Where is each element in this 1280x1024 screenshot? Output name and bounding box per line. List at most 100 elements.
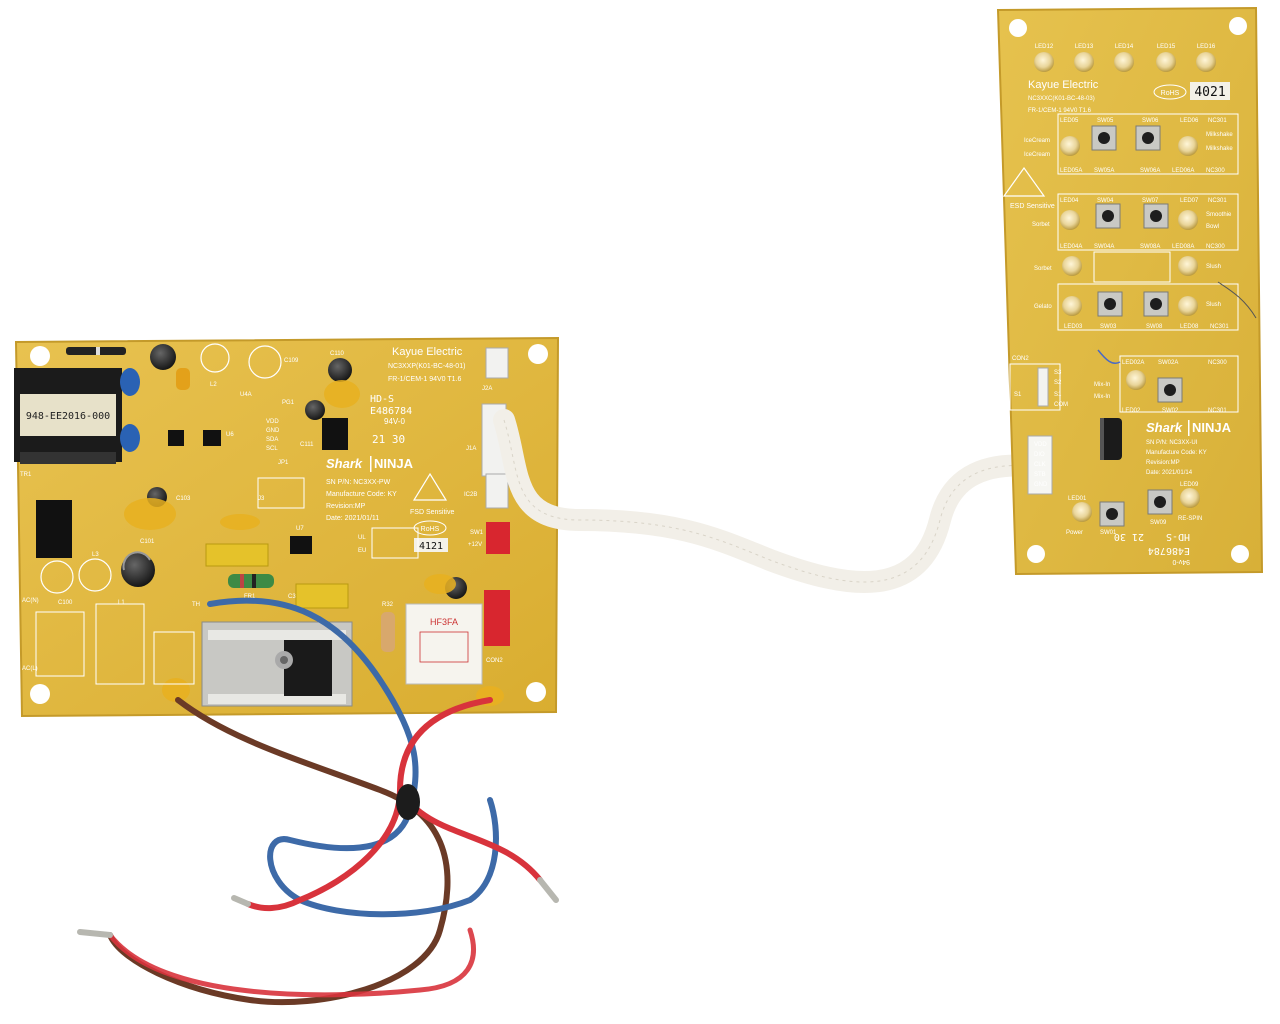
led — [1060, 136, 1080, 156]
red-wire-2 — [397, 787, 543, 883]
label-j2a: J2A — [482, 386, 492, 392]
label-mix-in-2: Mix-In — [1094, 394, 1110, 400]
mounting-hole — [1027, 545, 1045, 563]
optocoupler-chip — [168, 430, 184, 446]
switch-button[interactable] — [1154, 496, 1166, 508]
label-respin: RE-SPIN — [1178, 516, 1202, 522]
transistor-header — [322, 418, 348, 450]
bridge-rectifier — [36, 500, 72, 558]
label-vdd: VDD — [266, 419, 279, 425]
ctrl-mfg-code: Manufacture Code: KY — [1146, 450, 1207, 456]
x-capacitor — [205, 543, 269, 567]
switch-button[interactable] — [1150, 210, 1162, 222]
ctrl-ul-file: E486784 — [1148, 545, 1190, 556]
ref-s1-pin: S1 — [1054, 392, 1062, 398]
label-gnd: GND — [266, 428, 280, 434]
ref-sw09: SW09 — [1150, 520, 1167, 526]
transformer-label: 948-EE2016-000 — [26, 411, 110, 422]
ctrl-material: FR-1/CEM-1 94V0 T1.6 — [1028, 108, 1092, 114]
label-icecream: IceCream — [1024, 138, 1050, 144]
ctrl-date-code: 21 30 — [1114, 531, 1144, 542]
ref-dio: DIO — [1034, 452, 1045, 458]
led — [1156, 52, 1176, 72]
top-led-label: LED15 — [1157, 44, 1176, 50]
esd-warning-icon — [412, 472, 448, 501]
ctrl-esd: ESD Sensitive — [1010, 203, 1055, 210]
tr1-label: TR1 — [20, 472, 32, 478]
switch-button[interactable] — [1104, 298, 1116, 310]
label-pg1: PG1 — [282, 400, 295, 406]
blue-wire — [207, 597, 499, 918]
pen-mark — [1217, 281, 1257, 319]
connector-j2a — [485, 347, 509, 379]
led — [1114, 52, 1134, 72]
optocoupler-chip — [203, 430, 221, 446]
ref-sw05: SW05 — [1097, 118, 1114, 124]
stripped-end — [537, 877, 559, 903]
ref-gnd: GND — [1034, 482, 1048, 488]
led — [1196, 52, 1216, 72]
switch-button[interactable] — [1106, 508, 1118, 520]
label-fr1: FR1 — [244, 594, 256, 600]
label-icecream-2: IceCream — [1024, 152, 1050, 158]
ref-led04: LED04 — [1060, 198, 1079, 204]
ref-sw02a: SW02A — [1158, 360, 1178, 366]
mounting-hole — [30, 684, 50, 704]
main-date-code: 21 30 — [372, 433, 405, 446]
switch-button[interactable] — [1142, 132, 1154, 144]
label-sda: SDA — [266, 437, 278, 443]
brown-wire — [107, 697, 451, 1006]
red-wire-1 — [245, 697, 493, 912]
switch-button[interactable] — [1150, 298, 1162, 310]
main-sn-pn: SN P/N: NC3XX-PW — [326, 479, 391, 486]
label-c110: C110 — [330, 351, 345, 357]
label-gelato: Gelato — [1034, 304, 1052, 310]
label-c103: C103 — [176, 496, 191, 502]
main-revision: Revision:MP — [326, 503, 366, 510]
ref-sw08: SW08 — [1146, 324, 1163, 330]
led — [1180, 488, 1200, 508]
label-c3: C3 — [288, 594, 296, 600]
ref-vdd: VDD — [1034, 442, 1047, 448]
ctrl-flame-rating: 94v-0 — [1172, 558, 1190, 565]
ref-sw06a: SW06A — [1140, 168, 1160, 174]
label-sw1: SW1 — [470, 530, 484, 536]
tactile-switch[interactable] — [1143, 291, 1169, 317]
ref-s2: S2 — [1054, 380, 1062, 386]
led — [1034, 52, 1054, 72]
relay-label: HF3FA — [430, 617, 458, 627]
mounting-hole — [1229, 17, 1247, 35]
top-led-label: LED16 — [1197, 44, 1216, 50]
ref-led06: LED06 — [1180, 118, 1199, 124]
label-jp1: JP1 — [278, 460, 289, 466]
x-capacitor — [295, 583, 349, 609]
ref-nc300: NC300 — [1206, 168, 1225, 174]
main-date: Date: 2021/01/11 — [326, 515, 379, 522]
main-brand-ninja: NINJA — [374, 456, 414, 471]
label-ac-n: AC(N) — [22, 598, 39, 604]
ribbon-cable — [493, 409, 1041, 594]
led — [1060, 210, 1080, 230]
mounting-hole — [1231, 545, 1249, 563]
switch-button[interactable] — [1102, 210, 1114, 222]
switch-button[interactable] — [1098, 132, 1110, 144]
label-j1a: J1A — [466, 446, 476, 452]
led — [1062, 256, 1082, 276]
transformer: 948-EE2016-000 — [14, 368, 122, 464]
main-sticker — [414, 538, 448, 552]
label-ul: UL — [358, 535, 366, 541]
ref-clk: CLK — [1034, 462, 1046, 468]
tactile-switch[interactable] — [1091, 125, 1117, 151]
ctrl-rohs: RoHS — [1161, 90, 1180, 97]
main-material: FR-1/CEM-1 94V0 T1.6 — [388, 376, 462, 383]
relay: HF3FA — [405, 603, 483, 685]
electrolytic-capacitor — [328, 358, 352, 382]
label-u6: U6 — [226, 432, 234, 438]
led — [1072, 502, 1092, 522]
switch-button[interactable] — [1164, 384, 1176, 396]
top-led-label: LED12 — [1035, 44, 1054, 50]
ref-sw07: SW07 — [1142, 198, 1159, 204]
ref-nc301-3: NC301 — [1210, 324, 1229, 330]
